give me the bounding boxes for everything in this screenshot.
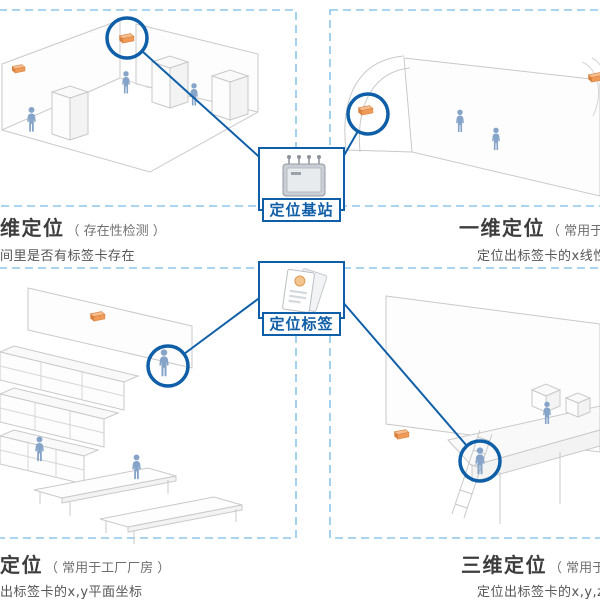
wall-sensor-icon: [357, 104, 374, 116]
base-station-label: 定位基站: [262, 198, 341, 222]
crate: [530, 383, 562, 413]
title-text: 三维定位: [461, 553, 547, 577]
title-note: （ 常用于立: [549, 561, 600, 576]
quadrant-three-dim-description: 定位出标签卡的x,y,z: [477, 585, 600, 600]
highlight-circle-tunnel: [346, 92, 390, 136]
quadrant-two-dim-border: [0, 267, 297, 539]
title-note: （ 存在性检测 ）: [66, 224, 166, 239]
platform-scene: [385, 295, 600, 524]
quadrant-three-dim-border: [329, 267, 600, 539]
title-note: （ 常用于工厂厂房 ）: [45, 561, 171, 576]
wall-sensor-icon: [393, 428, 410, 440]
quadrant-zero-dim-title: 维定位（ 存在性检测 ）: [0, 212, 166, 241]
ladder: [451, 429, 493, 519]
highlight-circle-platform: [458, 439, 502, 483]
highlight-circle-room: [105, 16, 149, 60]
quadrant-two-dim-title: 定位（ 常用于工厂厂房 ）: [0, 549, 170, 578]
crate: [564, 392, 592, 418]
quadrant-three-dim-title: 三维定位（ 常用于立: [461, 549, 600, 578]
person-icon: [122, 71, 130, 94]
uwb-base-station-icon: [282, 155, 325, 197]
cabinet: [210, 69, 250, 121]
work-table: [33, 467, 177, 516]
work-table: [99, 496, 243, 544]
warehouse-scene: [0, 287, 243, 544]
wall-sensor-icon: [118, 32, 135, 44]
connector-tag-to-platform: [340, 299, 468, 447]
quadrant-one-dim-border: [329, 9, 600, 207]
highlight-circle-warehouse: [146, 344, 190, 388]
room-scene: [1, 19, 259, 173]
quadrant-zero-dim-border: [0, 9, 297, 207]
title-text: 定位: [0, 553, 43, 577]
title-text: 一维定位: [459, 216, 545, 240]
connector-tag-to-warehouse: [183, 295, 263, 355]
quadrant-one-dim-title: 一维定位（ 常用于隧道: [459, 212, 600, 241]
cabinet: [50, 85, 90, 141]
connector-base-to-room: [141, 50, 267, 164]
quadrant-one-dim-description: 定位出标签卡的x线性: [477, 249, 600, 264]
tag-image-frame: [258, 261, 345, 319]
quadrant-two-dim-description: 出标签卡的x,y平面坐标: [0, 585, 143, 600]
location-tag-card-icon: [281, 268, 327, 313]
title-text: 维定位: [0, 216, 65, 240]
tag-label: 定位标签: [262, 312, 341, 336]
storage-boxes: [0, 345, 140, 485]
title-note: （ 常用于隧道: [547, 224, 600, 239]
quadrant-zero-dim-description: 间里是否有标签卡存在: [0, 249, 136, 264]
wall-sensor-icon: [587, 71, 600, 83]
